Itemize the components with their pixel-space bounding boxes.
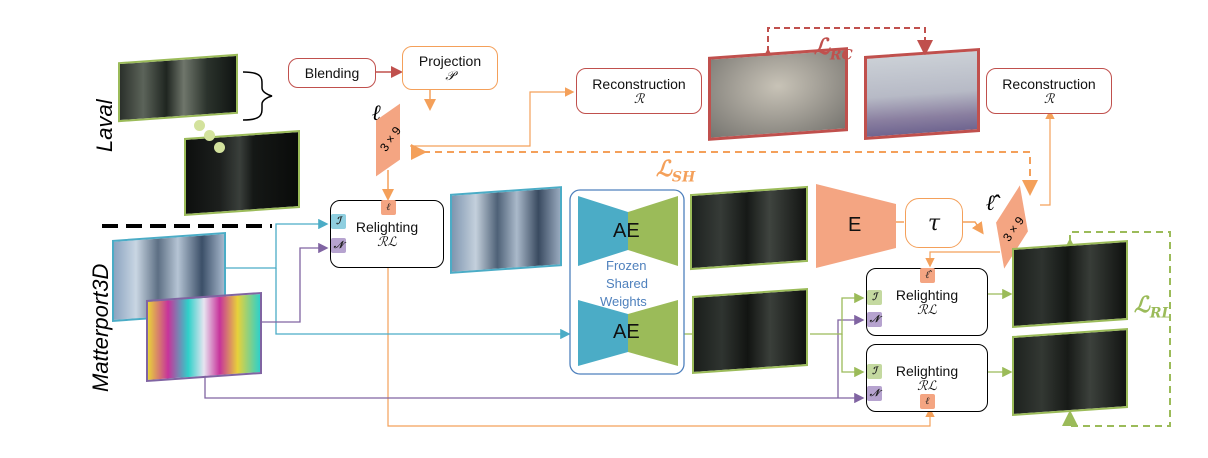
reconstruction-node-right: Reconstruction ℛ — [986, 68, 1112, 114]
loss-rc-symbol: ℒ — [814, 34, 830, 60]
ae-bottom-shape — [578, 300, 678, 366]
reconstruction-label: Reconstruction — [592, 75, 686, 92]
sh-hat-label: ℓ̂ — [986, 190, 996, 216]
laval-hdr-image — [118, 53, 238, 123]
chip-normals-mid: 𝒩 — [867, 312, 882, 327]
encoder-label: E — [848, 214, 862, 236]
relighting-mid-label: Relighting — [895, 286, 959, 303]
frozen-line-2: Shared — [606, 276, 648, 291]
chip-normals-bottom: 𝒩 — [867, 386, 882, 401]
relit-image — [450, 186, 562, 274]
arrow-tau-sh-hat — [962, 221, 984, 235]
reconstruction-right-symbol: ℛ — [1043, 91, 1055, 107]
relighting-bottom-label: Relighting — [895, 362, 959, 379]
loss-rl-line — [1062, 231, 1171, 427]
ae-bottom-label: AE — [613, 321, 640, 343]
arrow-normals-bottom — [204, 372, 865, 404]
ae-top-label: AE — [613, 220, 640, 242]
loss-rl-subscript: RL — [1149, 305, 1172, 322]
arrow-sh-hat-relight — [925, 251, 1000, 268]
tau-node: τ — [905, 198, 963, 248]
laval-ldr-image — [184, 129, 300, 217]
reconstruction-image-pred — [864, 47, 980, 141]
reconstruction-node-left: Reconstruction ℛ — [576, 68, 702, 114]
loss-rl-symbol: ℒ — [1134, 292, 1150, 318]
ae-top-shape — [578, 196, 678, 266]
encoder-block: E — [816, 184, 896, 268]
loss-sh: ℒSH — [656, 156, 695, 185]
blending-node: Blending — [288, 58, 376, 88]
loss-rl: ℒRL — [1134, 292, 1171, 321]
relighting-top-symbol: ℛℒ — [377, 234, 397, 250]
reconstruction-symbol: ℛ — [633, 91, 645, 107]
chip-normals-top: 𝒩 — [331, 238, 346, 253]
reconstruction-right-label: Reconstruction — [1002, 75, 1096, 92]
chip-ell-top: ℓ — [381, 200, 396, 215]
relit-output-image-bottom — [1012, 327, 1128, 417]
laval-brace — [242, 71, 273, 121]
frozen-line-1: Frozen — [606, 258, 647, 273]
chip-image-mid: ℐ — [867, 290, 882, 305]
frozen-group — [569, 189, 685, 375]
relighting-bottom-symbol: ℛℒ — [917, 378, 937, 394]
relighting-top-label: Relighting — [355, 218, 419, 235]
loss-rc-line — [760, 27, 933, 64]
arrow-matterport-ae — [275, 268, 571, 340]
arrow-ae-output — [810, 292, 865, 335]
arrow-normals-relight-top — [262, 242, 329, 323]
dataset-label-matterport: Matterport3D — [88, 263, 113, 392]
relighting-mid-symbol: ℛℒ — [917, 302, 937, 318]
ae-output-image-top — [690, 185, 808, 271]
blending-label: Blending — [304, 65, 360, 81]
sh-ell-label: ℓ — [372, 100, 382, 126]
chip-image-top: ℐ — [331, 214, 346, 229]
arrow-sh-reconstruction — [410, 87, 575, 147]
frozen-line-3: Weights — [600, 294, 647, 309]
arrow-sh-hat-reconstruction — [1040, 109, 1055, 206]
dataset-label-laval: Laval — [92, 99, 117, 152]
ae-top-block: AE — [578, 196, 678, 266]
ae-bottom-block: AE — [578, 300, 678, 366]
arrow-ell-bottom-relight — [387, 262, 935, 427]
chip-image-bottom: ℐ — [867, 364, 882, 379]
light-source-icon — [214, 142, 225, 153]
chip-ell-hat-mid: ℓ̂ — [920, 268, 935, 283]
tau-label: τ — [927, 210, 941, 236]
arrow-ae-output-bottom — [841, 334, 865, 378]
loss-rc-subscript: RC — [829, 47, 853, 64]
arrow-normals-mid — [837, 314, 865, 398]
loss-sh-line — [411, 144, 1038, 196]
projection-symbol: 𝒫 — [445, 68, 455, 84]
encoder-shape — [816, 184, 896, 268]
projection-label: Projection — [418, 52, 482, 69]
arrow-matterport-relight-top — [226, 218, 329, 269]
matterport-normals-image — [146, 291, 262, 383]
ae-output-image-bottom — [692, 287, 808, 375]
light-source-icon — [194, 120, 205, 131]
loss-sh-subscript: SH — [671, 169, 696, 186]
light-source-icon — [204, 130, 215, 141]
chip-ell-bottom: ℓ — [920, 394, 935, 409]
relit-output-image-top — [1012, 239, 1128, 329]
projection-node: Projection 𝒫 — [402, 46, 498, 90]
loss-sh-symbol: ℒ — [656, 156, 672, 182]
loss-rc: ℒRC — [814, 34, 853, 63]
